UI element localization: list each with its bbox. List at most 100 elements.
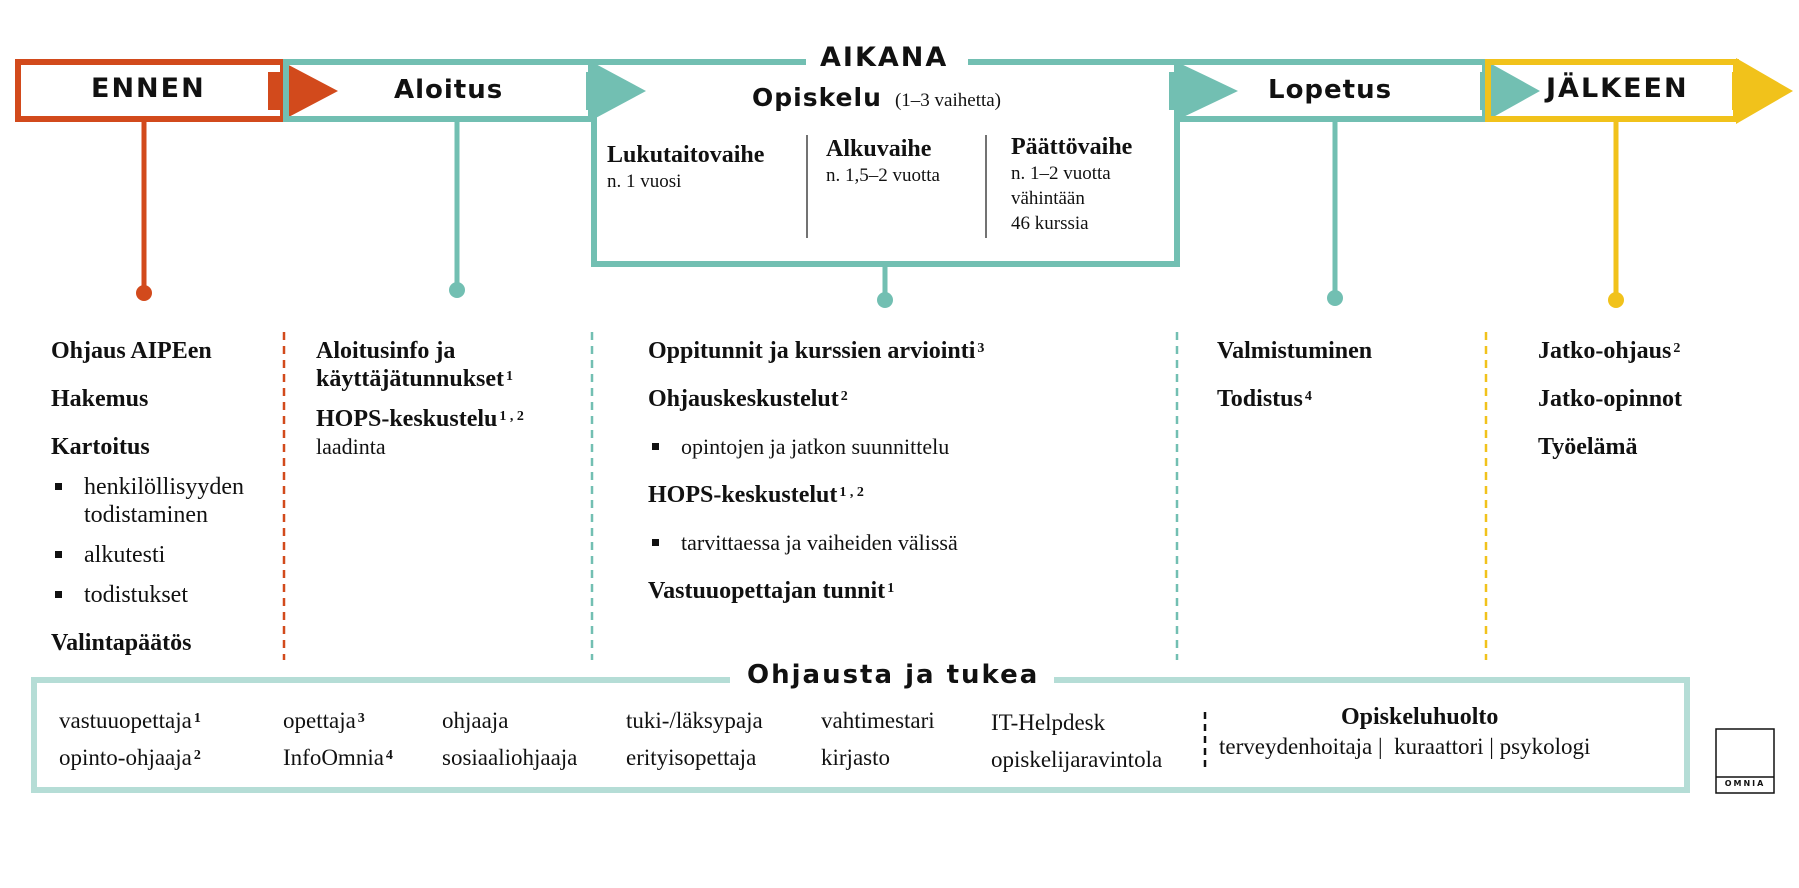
support-role: ohjaaja — [442, 708, 509, 733]
aikana-label: AIKANA — [820, 42, 949, 73]
support-role: kirjasto — [821, 745, 890, 770]
bullet-icon — [652, 539, 659, 546]
ennen-arrow — [268, 62, 338, 120]
list-item: Jatko-opinnot — [1538, 386, 1683, 412]
support-role: opiskelijaravintola — [991, 747, 1163, 772]
support-col-3: ohjaaja sosiaaliohjaaja — [442, 702, 577, 776]
jalkeen-label: JÄLKEEN — [1546, 73, 1689, 104]
support-role: IT-Helpdesk — [991, 710, 1106, 735]
bullet-item: todistukset — [51, 581, 244, 609]
support-col-6: IT-Helpdesk opiskelijaravintola — [991, 704, 1162, 778]
bullet-icon — [55, 483, 62, 490]
support-col-5: vahtimestari kirjasto — [821, 702, 935, 776]
phase-name: Päättövaihe — [1011, 134, 1133, 160]
phase-duration: n. 1,5–2 vuotta — [826, 165, 940, 186]
support-role: tuki-/läksypaja — [626, 708, 763, 733]
item-text: Todistus — [1217, 386, 1303, 412]
opiskeluhuolto-title: Opiskeluhuolto — [1341, 704, 1499, 730]
omnia-logo-box — [1715, 728, 1775, 794]
bullet-icon — [55, 551, 62, 558]
role-text: vastuuopettaja — [59, 708, 192, 733]
bullet-item: tarvittaessa ja vaiheiden välissä — [648, 529, 984, 557]
footnote-ref: 1 — [887, 581, 895, 596]
item-text: Ohjauskeskustelut — [648, 386, 839, 412]
footnote-ref: 3 — [977, 341, 985, 356]
aikana-arrow — [1169, 62, 1238, 120]
item-text: Oppitunnit ja kurssien arviointi — [648, 338, 976, 364]
footnote-ref: 2 — [1673, 341, 1681, 356]
bullet-icon — [652, 443, 659, 450]
bullet-line: todistaminen — [84, 502, 208, 528]
list-item: Työelämä — [1538, 434, 1638, 460]
support-title: Ohjausta ja tukea — [747, 660, 1040, 690]
omnia-logo-text: OMNIA — [1724, 779, 1766, 788]
jalkeen-dot — [1608, 292, 1624, 308]
opiskeluhuolto-roles: terveydenhoitaja | kuraattori | psykolog… — [1219, 734, 1591, 759]
lopetus-dot — [1327, 290, 1343, 306]
bullet-text: henkilöllisyyden todistaminen — [84, 473, 244, 529]
aloitus-arrow — [586, 62, 646, 120]
footnote-ref: 4 — [385, 748, 393, 763]
item-text: Vastuuopettajan tunnit — [648, 578, 886, 604]
aloitus-dot — [449, 282, 465, 298]
footnote-ref: 2 — [193, 748, 201, 763]
item-text: HOPS-keskustelu — [316, 406, 498, 432]
list-item: Ohjaus AIPEen — [51, 338, 212, 364]
item-text: HOPS-keskustelut — [648, 482, 838, 508]
list-item: laadinta — [316, 434, 386, 459]
footnote-ref: 3 — [357, 711, 365, 726]
item-text: Jatko-ohjaus — [1538, 338, 1672, 364]
bullet-line: henkilöllisyyden — [84, 474, 244, 500]
footnote-ref: 4 — [1304, 389, 1312, 404]
phase-duration: n. 1–2 vuotta — [1011, 163, 1111, 184]
bullet-text: tarvittaessa ja vaiheiden välissä — [681, 530, 958, 555]
phase-name: Lukutaitovaihe — [607, 142, 765, 168]
ennen-dot — [136, 285, 152, 301]
bullet-item: opintojen ja jatkon suunnittelu — [648, 433, 984, 461]
bullet-text: alkutesti — [84, 542, 166, 568]
footnote-ref: 2 — [840, 389, 848, 404]
support-role: sosiaaliohjaaja — [442, 745, 578, 770]
support-box — [31, 677, 1690, 793]
footnote-ref: 1 , 2 — [839, 485, 864, 500]
list-item: Valmistuminen — [1217, 338, 1373, 364]
phase-paatto: Päättövaihe n. 1–2 vuotta vähintään 46 k… — [1011, 134, 1132, 236]
phase-alkuvaihe: Alkuvaihe n. 1,5–2 vuotta — [826, 136, 940, 188]
jalkeen-arrow — [1732, 58, 1793, 124]
role-text: opinto-ohjaaja — [59, 745, 192, 770]
role-text: opettaja — [283, 708, 356, 733]
footnote-ref: 1 , 2 — [499, 409, 524, 424]
phase-duration: 46 kurssia — [1011, 213, 1089, 234]
footnote-ref: 1 — [506, 369, 514, 384]
opiskelu-title: Opiskelu (1–3 vaihetta) — [752, 83, 1001, 112]
lopetus-arrow — [1480, 62, 1540, 120]
aikana-box-left — [591, 59, 1180, 267]
list-item: Kartoitus — [51, 434, 150, 460]
footnote-ref: 1 — [193, 711, 201, 726]
support-role: vahtimestari — [821, 708, 935, 733]
aloitus-label: Aloitus — [394, 75, 504, 105]
list-item: Valintapäätös — [51, 630, 192, 656]
item-text: käyttäjätunnukset — [316, 366, 505, 392]
aikana-dot — [877, 292, 893, 308]
phase-duration: vähintään — [1011, 188, 1085, 209]
role-text: InfoOmnia — [283, 745, 384, 770]
phase-lukutaito: Lukutaitovaihe n. 1 vuosi — [607, 142, 764, 194]
